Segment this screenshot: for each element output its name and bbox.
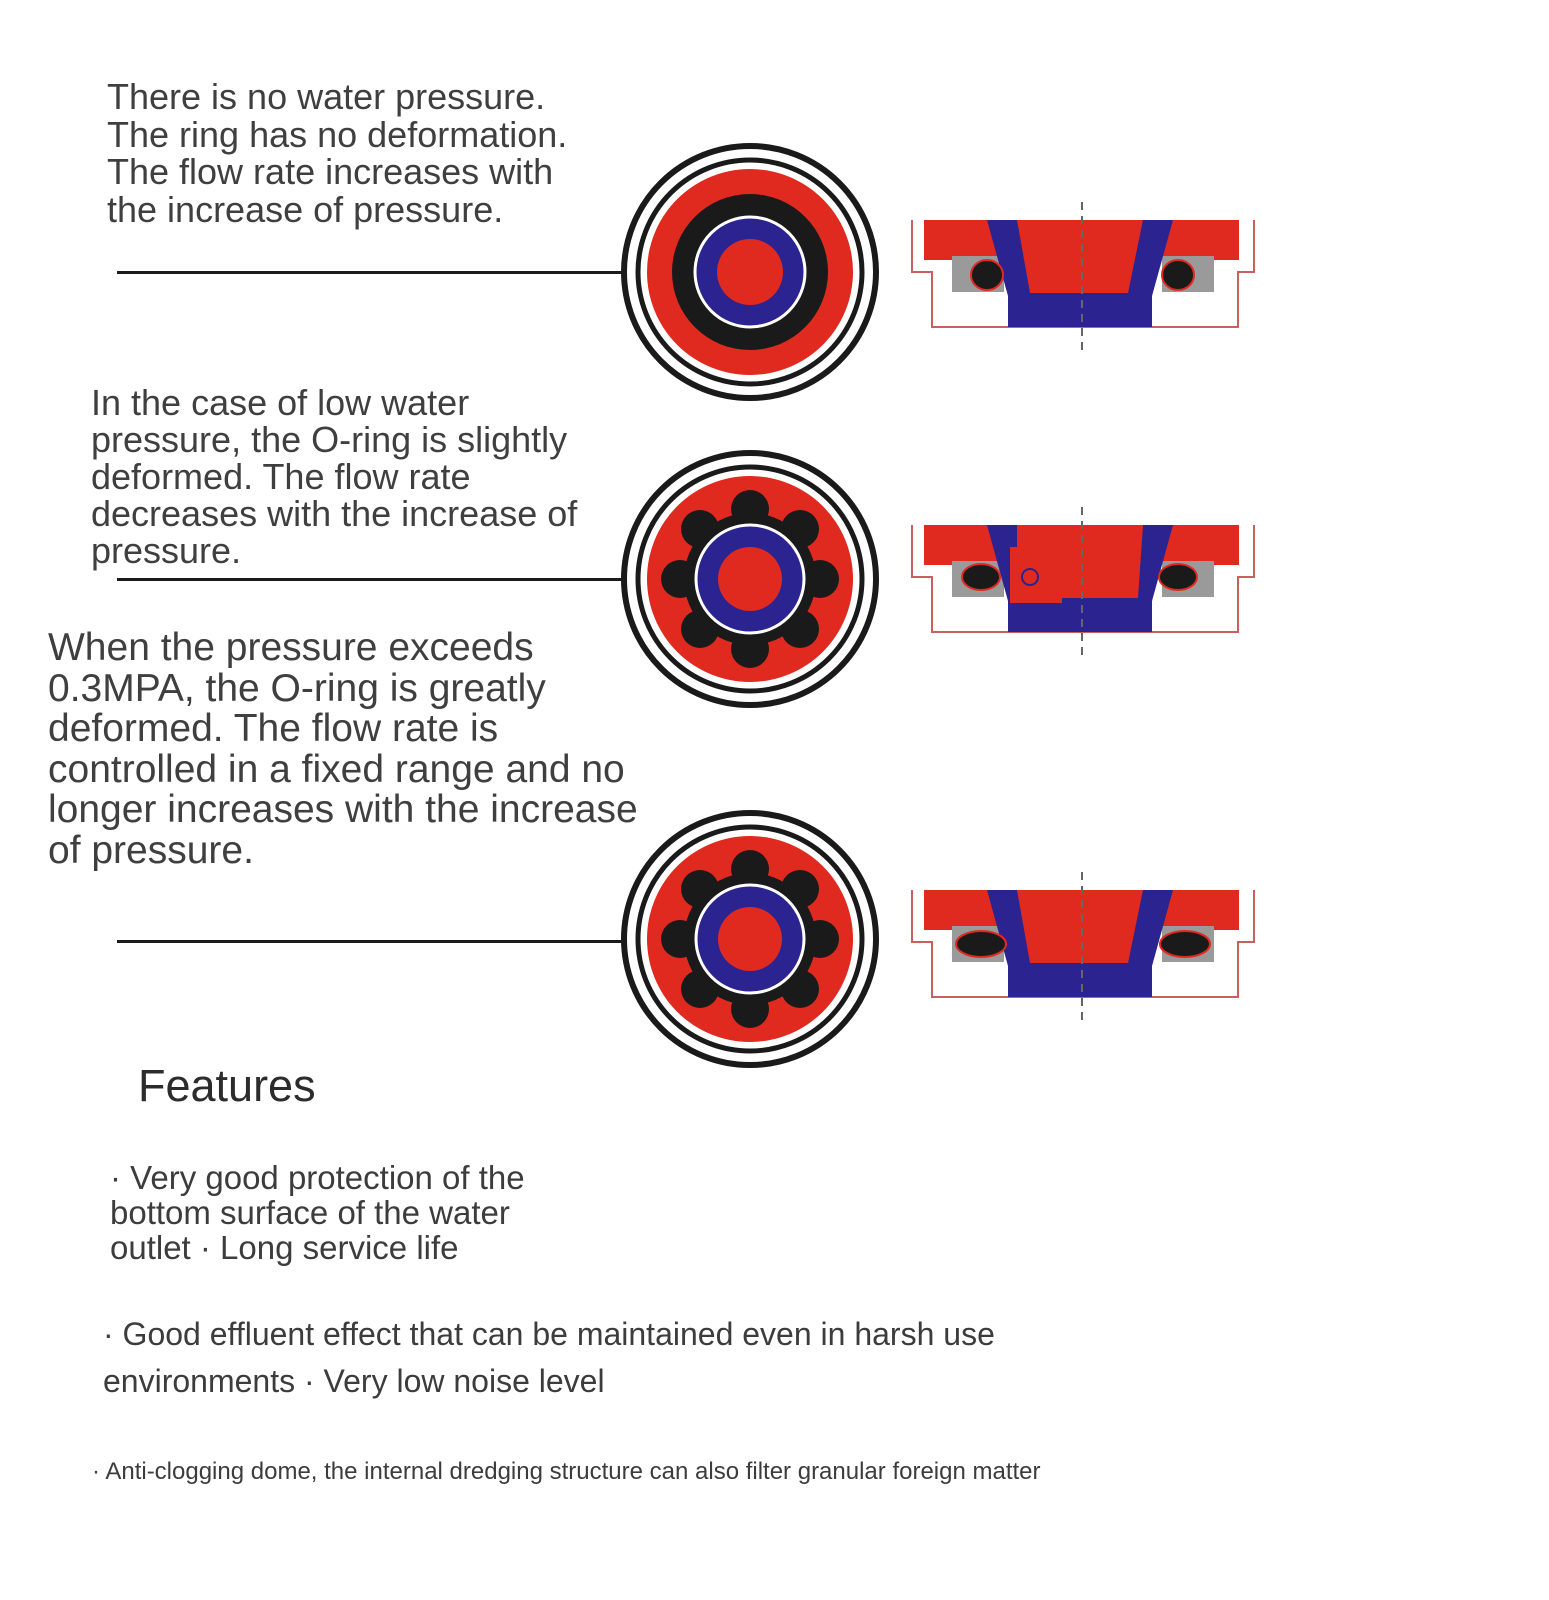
stage-1-cross-section	[911, 202, 1255, 353]
feature-item-2: · Good effluent effect that can be maint…	[103, 1316, 995, 1399]
stage-2-description: In the case of low water pressure, the O…	[91, 382, 578, 571]
stage-3-leader-line	[117, 940, 672, 943]
stage-2-leader-line	[117, 578, 672, 581]
stage-3-top-view	[621, 810, 879, 1068]
stage-2-cross-section	[911, 507, 1255, 658]
feature-item-1: · Very good protection of the bottom sur…	[110, 1159, 525, 1266]
stage-1-description: There is no water pressure. The ring has…	[107, 76, 568, 230]
stage-2-top-view	[621, 450, 879, 708]
stage-1-leader-line	[117, 271, 672, 274]
features-heading: Features	[138, 1060, 316, 1111]
feature-item-3: · Anti-clogging dome, the internal dredg…	[92, 1458, 1041, 1485]
stage-1-top-view	[621, 143, 879, 401]
stage-3-cross-section	[911, 872, 1255, 1023]
stage-3-description: When the pressure exceeds 0.3MPA, the O-…	[48, 626, 638, 872]
